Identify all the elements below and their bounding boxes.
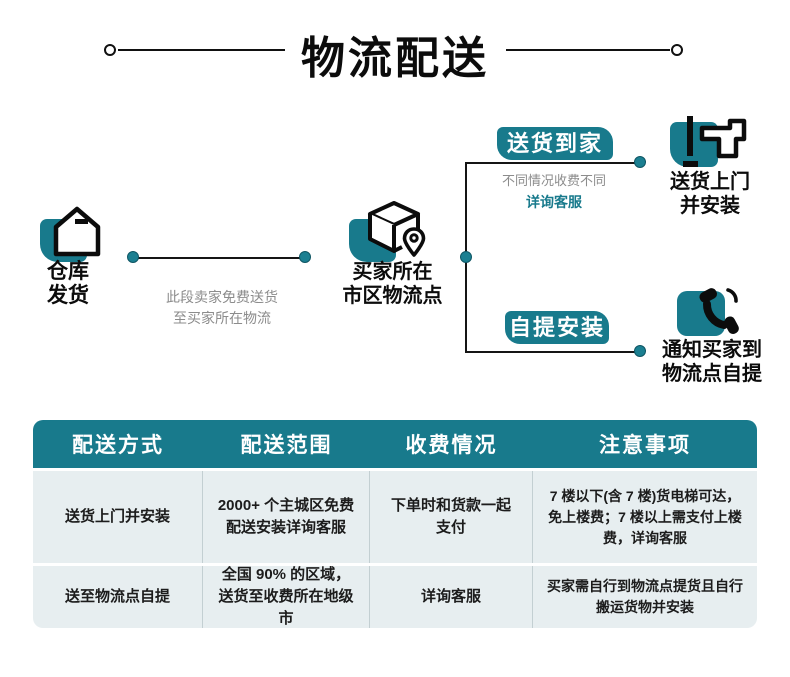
home-delivery-node-label: 送货上门 并安装 [670,171,750,217]
connector-warehouse-to-logistics [133,257,306,259]
table-header-fees: 收费情况 [405,434,498,457]
home-branch-note: 不同情况收费不同 详询客服 [473,172,635,211]
title-right-line-decoration [506,49,670,51]
connector-dot-right [299,251,311,263]
home-delivery-badge: 送货到家 [497,127,613,160]
branch-trunk-dot [460,251,472,263]
home-branch-dot [634,156,646,168]
table-cell: 买家需自行到物流点提货且自行搬运货物并安装 [547,578,743,615]
delivery-info-table: 配送方式 配送范围 收费情况 注意事项 送货上门并安装 2000+ 个主城区免费… [33,420,757,628]
table-header-row: 配送方式 配送范围 收费情况 注意事项 [33,420,757,468]
table-cell: 详询客服 [370,566,533,628]
table-header-notes: 注意事项 [599,434,691,457]
connector-dot-left [127,251,139,263]
table-header-delivery-method: 配送方式 [72,434,164,457]
pickup-branch-dot [634,345,646,357]
table-header-delivery-range: 配送范围 [240,434,333,457]
free-delivery-note: 此段卖家免费送货 至买家所在物流 [166,289,278,326]
title-right-ring-decoration [671,44,683,56]
box-location-icon [360,199,432,261]
page-title: 物流配送 [301,34,489,83]
pickup-node-label: 通知买家到 物流点自提 [662,339,762,385]
title-left-ring-decoration [104,44,116,56]
warehouse-house-icon [48,204,106,260]
table-cell: 送货上门并安装 [33,471,203,563]
consult-service-text: 详询客服 [526,194,582,210]
drill-icon [672,112,752,174]
connector-home-branch [465,162,640,164]
title-left-line-decoration [118,49,285,51]
warehouse-node-label: 仓库 发货 [47,260,89,307]
logistics-point-node-label: 买家所在 市区物流点 [342,261,443,307]
table-cell: 2000+ 个主城区免费配送安装详询客服 [203,471,370,563]
phone-icon [690,282,748,340]
table-cell: 下单时和货款一起支付 [370,471,533,563]
pickup-install-badge: 自提安装 [505,311,609,344]
connector-pickup-branch [465,351,640,353]
table-cell: 送至物流点自提 [33,566,203,628]
table-row: 送至物流点自提 全国 90% 的区域，送货至收费所在地级市 详询客服 买家需自行… [33,566,757,628]
table-row: 送货上门并安装 2000+ 个主城区免费配送安装详询客服 下单时和货款一起支付 … [33,471,757,563]
table-cell: 7 楼以下(含 7 楼)货电梯可达，免上楼费；7 楼以上需支付上楼费，详询客服 [548,487,742,546]
table-cell: 全国 90% 的区域，送货至收费所在地级市 [203,566,370,628]
